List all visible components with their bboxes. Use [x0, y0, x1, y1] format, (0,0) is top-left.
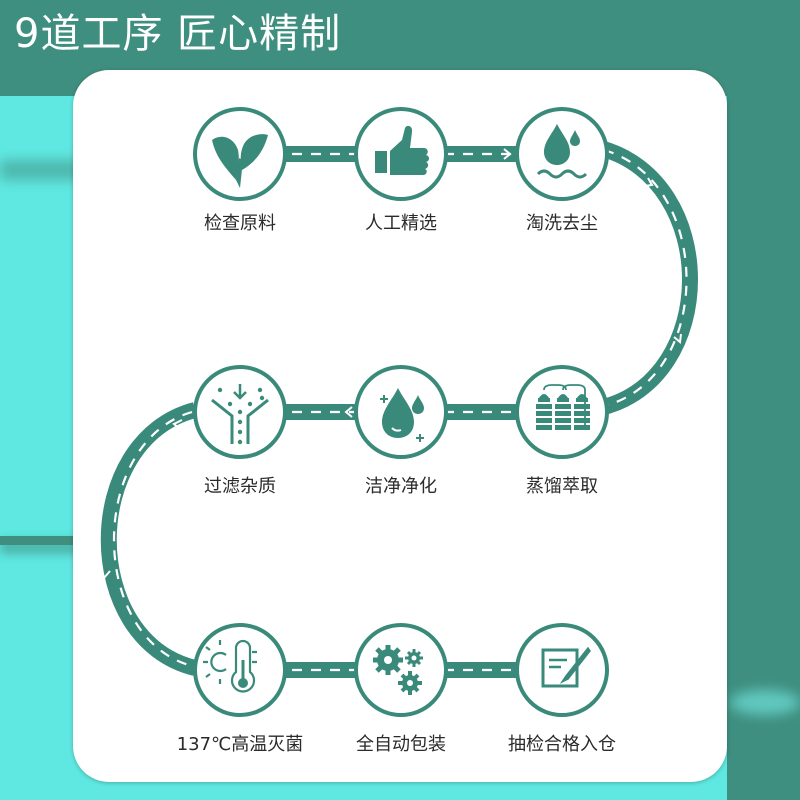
filter-funnel-icon — [211, 384, 269, 445]
step-label: 淘洗去尘 — [526, 213, 598, 234]
step-label: 蒸馏萃取 — [526, 476, 598, 497]
page-title: 9道工序 匠心精制 — [14, 11, 342, 57]
step-label: 137℃高温灭菌 — [176, 734, 304, 755]
step-label: 人工精选 — [365, 213, 437, 234]
background-highlight — [730, 690, 800, 715]
document-pen-icon — [541, 646, 591, 688]
gears-icon — [373, 645, 423, 695]
step-label: 抽检合格入仓 — [508, 734, 616, 755]
step-label: 过滤杂质 — [204, 476, 276, 497]
step-label: 全自动包装 — [356, 734, 446, 755]
process-road-diagram — [100, 107, 698, 717]
sparkling-drops-icon — [380, 388, 424, 442]
step-label: 洁净净化 — [365, 476, 437, 497]
water-drop-waves-icon — [536, 124, 588, 179]
step-label: 检查原料 — [204, 213, 276, 234]
thermometer-sun-icon — [203, 639, 257, 693]
distillation-columns-icon — [536, 384, 590, 430]
thumbs-up-icon — [375, 125, 429, 175]
background-right-dark — [727, 0, 800, 800]
leaf-sprout-icon — [212, 134, 268, 188]
process-card: 检查原料 人工精选 淘洗去尘 蒸馏萃取 洁净净化 过滤杂质 137℃高温灭菌 全… — [73, 70, 727, 782]
